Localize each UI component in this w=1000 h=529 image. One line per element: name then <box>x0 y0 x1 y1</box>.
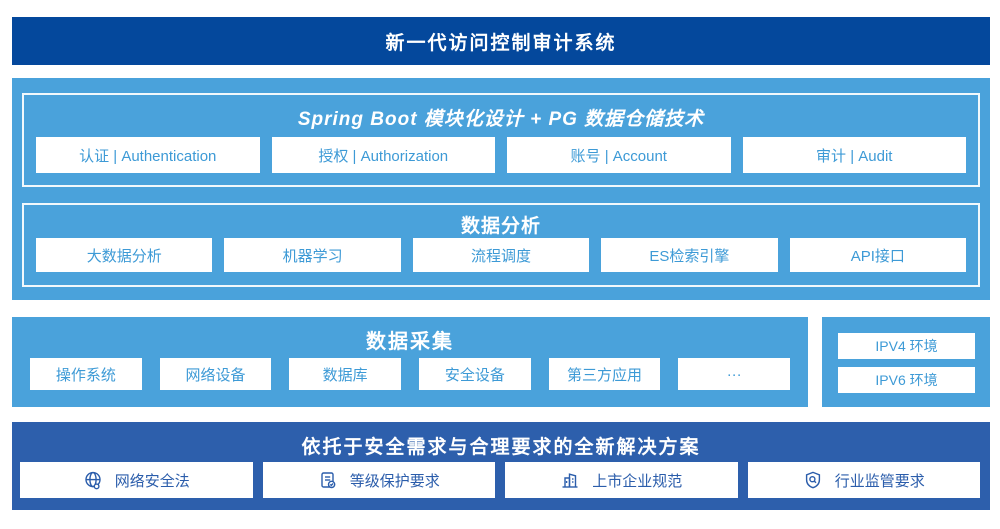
globe-icon <box>83 470 103 490</box>
module-es-search-engine: ES检索引擎 <box>601 238 778 272</box>
source-database: 数据库 <box>289 358 402 390</box>
source-network-device: 网络设备 <box>159 358 272 390</box>
module-authorization: 授权 | Authorization <box>271 137 495 173</box>
solution-item-label: 等级保护要求 <box>349 472 440 490</box>
source-third-party-app: 第三方应用 <box>548 358 661 390</box>
module-process-scheduling: 流程调度 <box>412 238 590 272</box>
data-analysis-block: 数据分析 大数据分析 机器学习 流程调度 ES检索引擎 API接口 <box>22 203 980 287</box>
system-title-banner: 新一代访问控制审计系统 <box>12 17 990 65</box>
env-ipv4: IPV4 环境 <box>838 333 975 359</box>
module-account: 账号 | Account <box>507 137 731 173</box>
solution-listed-company-standard: 上市企业规范 <box>505 462 738 498</box>
module-api-interface: API接口 <box>789 238 967 272</box>
solution-item-row: 网络安全法 等级保护要求 <box>20 462 980 498</box>
spring-boot-title: Spring Boot 模块化设计 + PG 数据仓储技术 <box>297 109 705 130</box>
data-collection-section: 数据采集 操作系统 网络设备 数据库 安全设备 第三方应用 ··· <box>12 317 808 407</box>
data-collection-title: 数据采集 <box>366 331 454 353</box>
spring-boot-block: Spring Boot 模块化设计 + PG 数据仓储技术 认证 | Authe… <box>22 93 980 187</box>
env-ipv6: IPV6 环境 <box>838 367 975 393</box>
module-audit: 审计 | Audit <box>742 137 966 173</box>
solution-section: 依托于安全需求与合理要求的全新解决方案 网络安全法 <box>12 422 990 510</box>
solution-item-label: 行业监管要求 <box>834 472 925 490</box>
document-check-icon <box>318 470 338 490</box>
solution-classified-protection: 等级保护要求 <box>262 462 495 498</box>
building-icon <box>560 470 580 490</box>
data-analysis-title: 数据分析 <box>460 216 541 237</box>
solution-industry-regulation: 行业监管要求 <box>747 462 980 498</box>
solution-title: 依托于安全需求与合理要求的全新解决方案 <box>301 437 701 458</box>
module-machine-learning: 机器学习 <box>224 238 401 272</box>
shield-magnifier-icon <box>803 470 823 490</box>
environments-block: IPV4 环境 IPV6 环境 <box>822 317 990 407</box>
system-title: 新一代访问控制审计系统 <box>385 32 617 54</box>
solution-item-label: 网络安全法 <box>114 472 190 490</box>
data-source-row: 操作系统 网络设备 数据库 安全设备 第三方应用 ··· <box>30 358 791 390</box>
source-operating-system: 操作系统 <box>30 358 142 390</box>
solution-cybersecurity-law: 网络安全法 <box>20 462 253 498</box>
data-analysis-module-row: 大数据分析 机器学习 流程调度 ES检索引擎 API接口 <box>36 238 967 272</box>
solution-item-label: 上市企业规范 <box>592 472 683 490</box>
module-big-data-analysis: 大数据分析 <box>36 238 213 272</box>
module-authentication: 认证 | Authentication <box>36 137 260 173</box>
source-security-device: 安全设备 <box>419 358 531 390</box>
platform-section: Spring Boot 模块化设计 + PG 数据仓储技术 认证 | Authe… <box>12 78 990 300</box>
spring-boot-module-row: 认证 | Authentication 授权 | Authorization 账… <box>36 137 966 173</box>
source-ellipsis: ··· <box>678 358 791 390</box>
